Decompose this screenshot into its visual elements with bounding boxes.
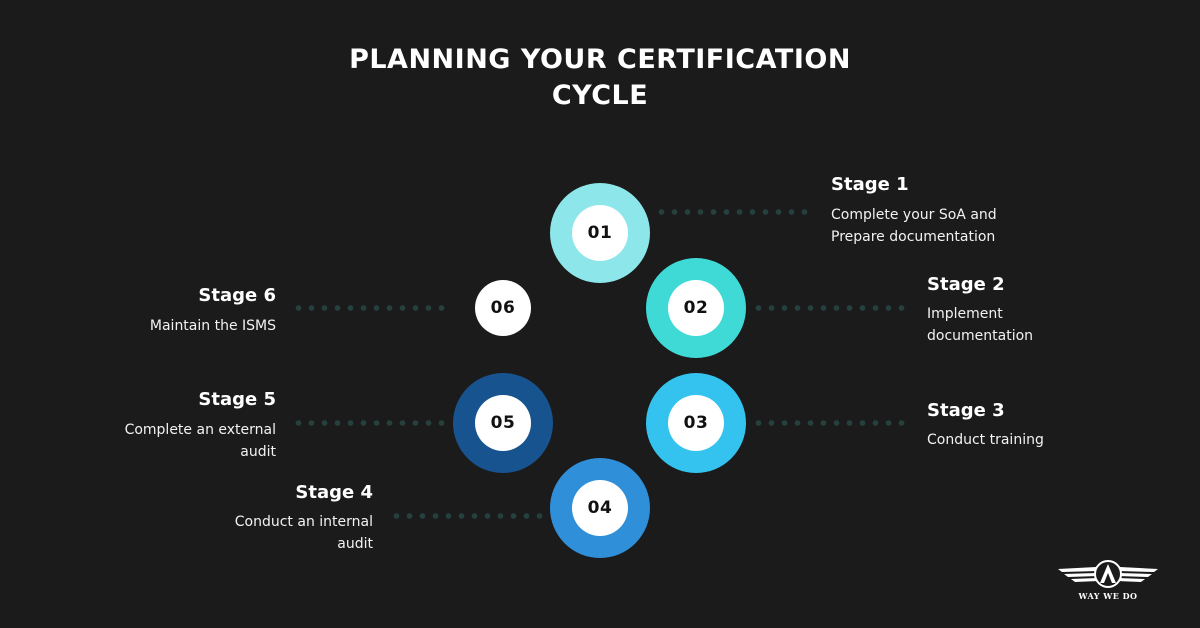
- stage-1-desc-line-1: Complete your SoA and: [831, 207, 997, 223]
- stage-3-circle: 03: [646, 373, 746, 473]
- stage-5-description: Complete an external audit: [76, 419, 276, 463]
- stage-3-description: Conduct training: [927, 429, 1127, 451]
- title-line-2: CYCLE: [551, 80, 649, 111]
- stage-6-circle: 06: [453, 258, 553, 358]
- connector-stage-5: [292, 420, 448, 426]
- stage-4-number: 04: [572, 480, 628, 536]
- stage-3-number: 03: [668, 395, 724, 451]
- stage-2-description: Implement documentation: [927, 303, 1127, 347]
- stage-5-title: Stage 5: [198, 389, 276, 410]
- stage-4-desc-line-2: audit: [337, 536, 373, 552]
- stage-4-circle: 04: [550, 458, 650, 558]
- stage-6-desc-line-1: Maintain the ISMS: [149, 318, 276, 334]
- winged-a-logo-icon: [1058, 560, 1158, 588]
- stage-5-desc-line-2: audit: [240, 444, 276, 460]
- stage-1-desc-line-2: Prepare documentation: [831, 229, 996, 245]
- connector-stage-6: [292, 305, 448, 311]
- stage-5-desc-line-1: Complete an external: [124, 422, 276, 438]
- connector-stage-4: [390, 513, 546, 519]
- stage-4-desc-line-1: Conduct an internal: [234, 514, 373, 530]
- stage-2-title: Stage 2: [927, 274, 1005, 295]
- title-line-1: PLANNING YOUR CERTIFICATION: [349, 44, 851, 75]
- stage-3-title: Stage 3: [927, 400, 1005, 421]
- stage-3-desc-line-1: Conduct training: [927, 432, 1044, 448]
- stage-5-circle: 05: [453, 373, 553, 473]
- stage-1-number: 01: [572, 205, 628, 261]
- connector-stage-2: [752, 305, 908, 311]
- connector-stage-1: [655, 209, 811, 215]
- stage-2-desc-line-2: documentation: [927, 328, 1034, 344]
- stage-2-number: 02: [668, 280, 724, 336]
- stage-6-description: Maintain the ISMS: [76, 315, 276, 337]
- stage-1-circle: 01: [550, 183, 650, 283]
- stage-1-title: Stage 1: [831, 174, 909, 195]
- stage-2-desc-line-1: Implement: [927, 306, 1003, 322]
- stage-5-number: 05: [475, 395, 531, 451]
- stage-6-title: Stage 6: [198, 285, 276, 306]
- connector-stage-3: [752, 420, 908, 426]
- stage-1-description: Complete your SoA and Prepare documentat…: [831, 204, 1081, 248]
- stage-4-title: Stage 4: [295, 482, 373, 503]
- stage-4-description: Conduct an internal audit: [173, 511, 373, 555]
- way-we-do-logo: WAY WE DO: [1056, 555, 1160, 605]
- page-title: PLANNING YOUR CERTIFICATION CYCLE: [0, 42, 1200, 114]
- logo-text: WAY WE DO: [1078, 591, 1138, 601]
- stage-2-circle: 02: [646, 258, 746, 358]
- stage-6-number: 06: [475, 280, 531, 336]
